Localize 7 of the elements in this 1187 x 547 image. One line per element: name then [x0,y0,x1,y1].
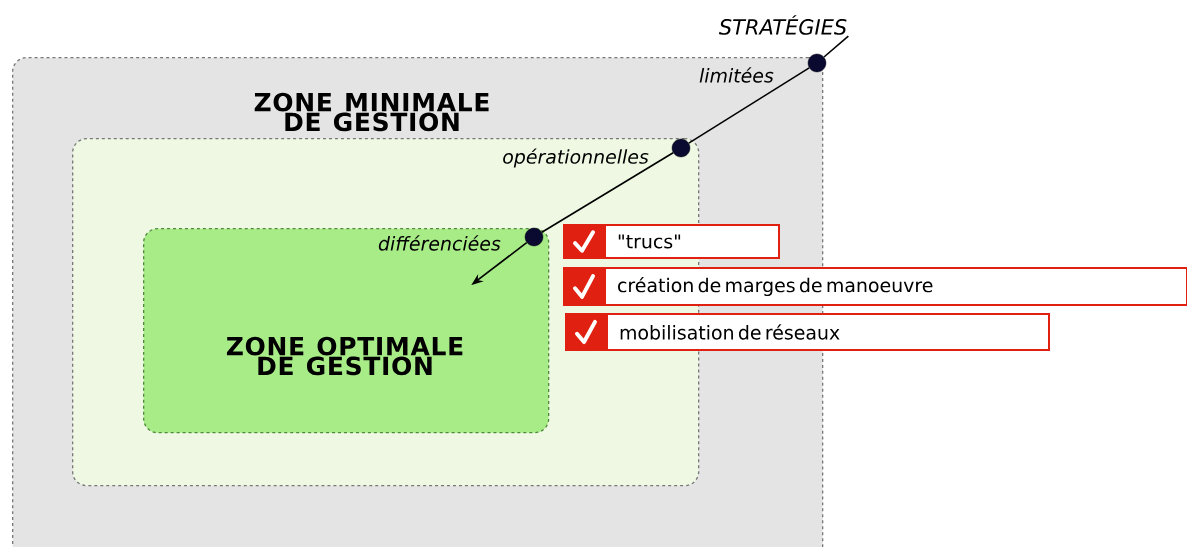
stage-label: différenciées [378,235,501,251]
stage-label: limitées [699,67,774,83]
checklist-item: mobilisation de réseaux [565,313,1050,351]
dot [807,53,827,73]
heading-text: STRATÉGIES [719,15,847,35]
checklist-item: création de marges de manoeuvre [563,267,1187,306]
stage-label: opérationnelles [503,148,649,168]
